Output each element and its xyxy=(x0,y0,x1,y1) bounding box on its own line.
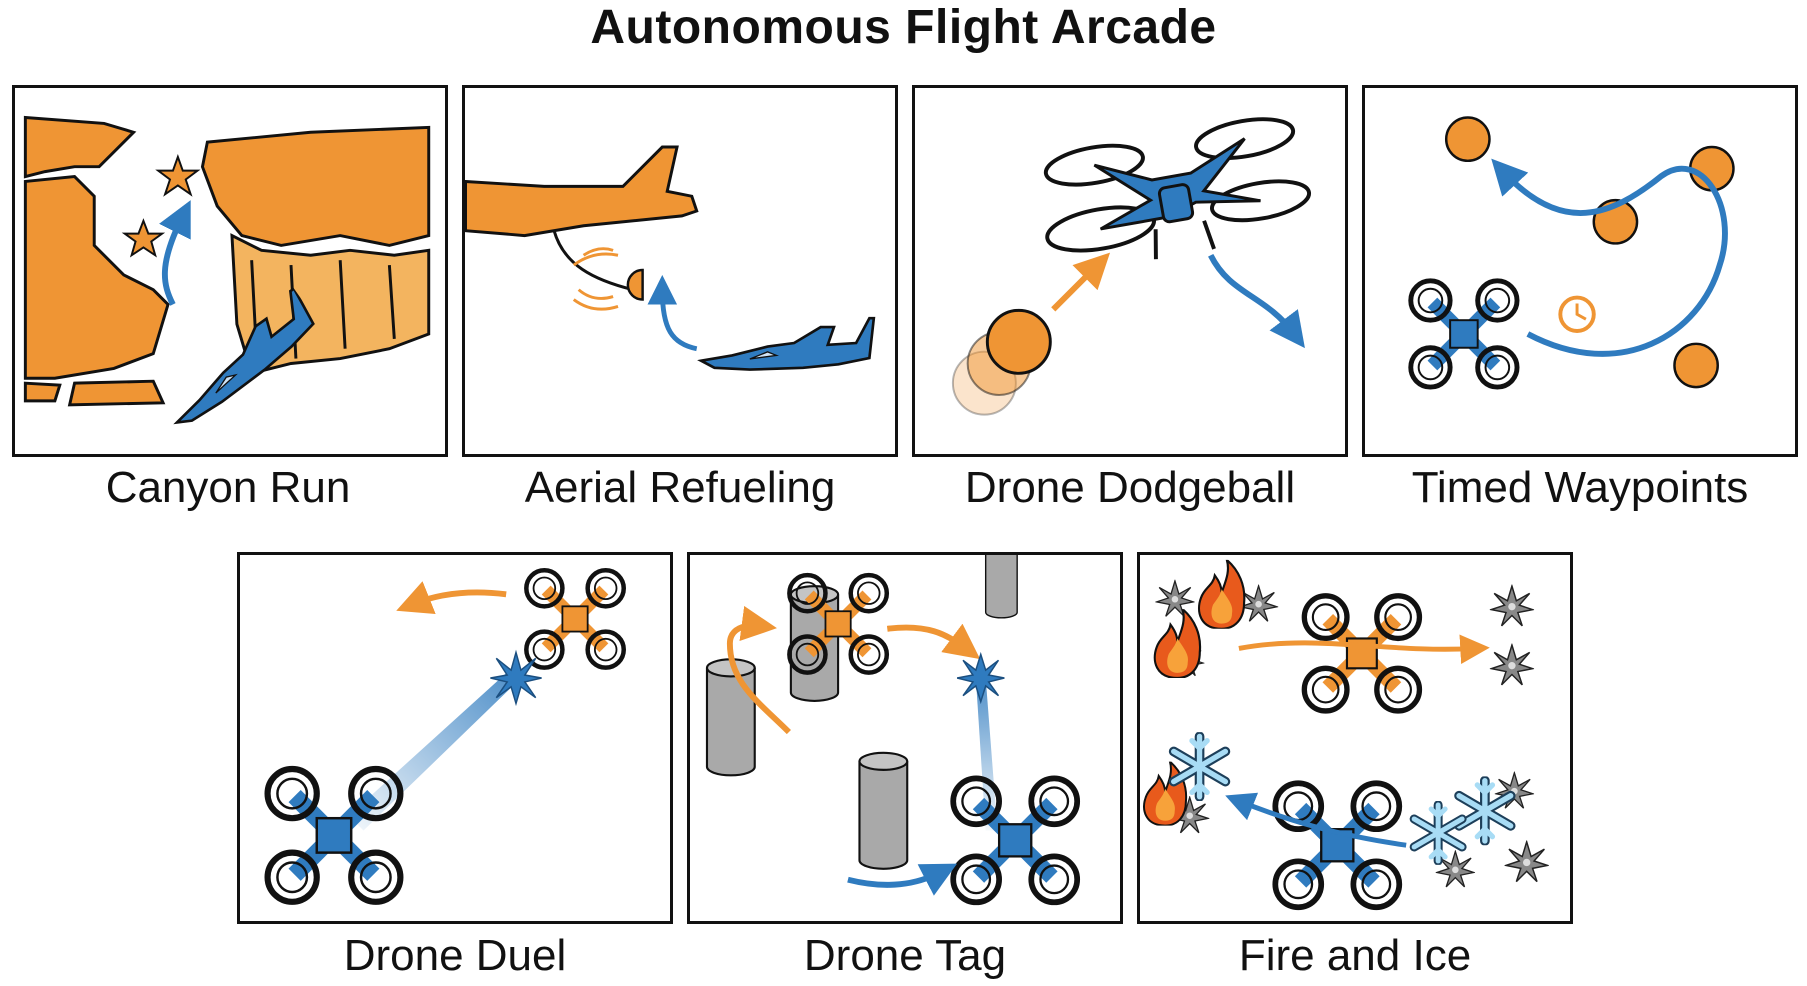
pillar xyxy=(705,658,756,777)
tag-hit-icon xyxy=(956,651,1005,705)
panel-drone-dodgeball xyxy=(912,85,1348,457)
approach-arrow xyxy=(647,274,698,352)
figure-title: Autonomous Flight Arcade xyxy=(590,1,1217,54)
canyon-wall-right-top xyxy=(200,125,431,247)
hazard-icon xyxy=(1505,841,1549,883)
ball-trajectory-arrow xyxy=(1051,252,1111,312)
opponent-arrow xyxy=(396,581,507,615)
opponent-drone-icon xyxy=(526,570,623,667)
hazard-icon xyxy=(1239,585,1278,622)
panel-fire-and-ice xyxy=(1137,552,1573,924)
hazard-icon xyxy=(1155,580,1194,617)
fire-path-arrow xyxy=(1238,634,1490,665)
flight-path-arrow xyxy=(1491,158,1728,357)
laser-hit-icon xyxy=(490,649,542,707)
fire-icon xyxy=(1143,761,1188,826)
caption-timed-waypoints: Timed Waypoints xyxy=(1411,463,1749,512)
waypoint xyxy=(1673,342,1719,389)
star-icon xyxy=(121,218,166,258)
tag-beam xyxy=(975,677,998,831)
target-path-arrow xyxy=(886,623,981,660)
player-drone-icon xyxy=(953,778,1077,902)
player-path-arrow xyxy=(847,863,958,896)
caption-drone-dodgeball: Drone Dodgeball xyxy=(964,463,1296,512)
jet-icon xyxy=(699,316,876,372)
hazard-icon xyxy=(1490,585,1534,627)
tanker-aircraft xyxy=(465,145,699,238)
quadcopter-icon xyxy=(1043,117,1312,260)
fire-icon xyxy=(1153,609,1202,678)
panel-canyon-run xyxy=(12,85,448,457)
snowflake-icon xyxy=(1459,781,1511,841)
fire-icon xyxy=(1197,559,1246,629)
caption-fire-and-ice: Fire and Ice xyxy=(1238,931,1472,980)
panel-drone-duel xyxy=(237,552,673,924)
hazard-icon xyxy=(1490,644,1534,686)
target-path-arrow xyxy=(726,605,791,735)
ice-path-arrow xyxy=(1225,792,1407,848)
waypoint xyxy=(1444,116,1491,163)
panel-drone-tag xyxy=(687,552,1123,924)
star-icon xyxy=(155,153,201,197)
panel-timed-waypoints xyxy=(1362,85,1798,457)
drogue-basket xyxy=(626,268,644,301)
pillar xyxy=(858,751,909,871)
dodgeball xyxy=(985,308,1052,375)
caption-canyon-run: Canyon Run xyxy=(105,463,351,512)
clock-icon xyxy=(1558,295,1596,333)
drone-dodge-arrow xyxy=(1208,253,1305,349)
panel-aerial-refueling xyxy=(462,85,898,457)
fire-drone-icon xyxy=(1304,596,1419,711)
caption-drone-tag: Drone Tag xyxy=(803,931,1007,980)
flight-path-arrow xyxy=(159,200,191,306)
canyon-wall-left-top xyxy=(23,115,137,179)
pillar xyxy=(984,555,1019,619)
caption-aerial-refueling: Aerial Refueling xyxy=(524,463,836,512)
refueling-hose xyxy=(552,230,634,292)
quadcopter-icon xyxy=(1411,281,1517,387)
canyon-wall-left xyxy=(23,175,170,380)
ice-drone-icon xyxy=(1275,783,1399,907)
caption-drone-duel: Drone Duel xyxy=(343,931,567,980)
